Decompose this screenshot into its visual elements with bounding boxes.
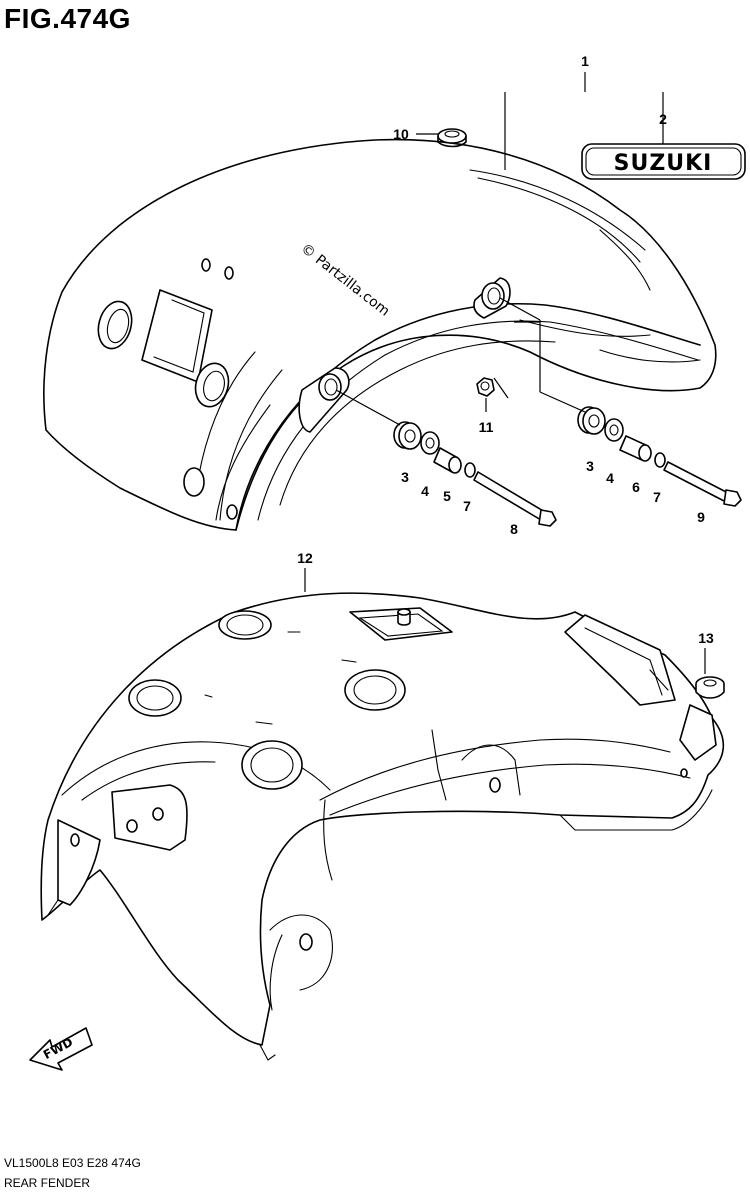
footer-figure-code: VL1500L8 E03 E28 474G (4, 1156, 141, 1170)
callout-4-right: 4 (606, 470, 614, 486)
callout-6: 6 (632, 479, 640, 495)
callout-2: 2 (659, 111, 667, 127)
figure-title: FIG.474G (4, 3, 131, 34)
callout-12: 12 (297, 550, 313, 566)
callout-13: 13 (698, 630, 714, 646)
callout-7-right: 7 (653, 489, 661, 505)
fwd-arrow-icon: FWD (29, 1027, 93, 1071)
part-11-nut (476, 377, 495, 397)
part-13-grommet (695, 676, 725, 699)
suzuki-emblem: SUZUKI (581, 143, 746, 180)
callout-7-left: 7 (463, 498, 471, 514)
callout-8: 8 (510, 521, 518, 537)
callout-9: 9 (697, 509, 705, 525)
right-hardware-stack (577, 406, 742, 507)
rear-fender-outer (43, 138, 717, 531)
callout-10: 10 (393, 126, 409, 142)
left-hardware-stack (393, 421, 557, 527)
callout-3-right: 3 (586, 458, 594, 474)
callout-11: 11 (479, 419, 494, 435)
part-10-grommet (437, 128, 467, 148)
leader-lines (304, 72, 706, 674)
footer-figure-name: REAR FENDER (4, 1176, 91, 1190)
callout-5: 5 (443, 488, 451, 504)
rear-fender-inner (40, 592, 725, 1061)
callout-1: 1 (581, 53, 589, 69)
suzuki-emblem-text: SUZUKI (614, 151, 713, 176)
callout-4-left: 4 (421, 483, 429, 499)
callout-3-left: 3 (401, 469, 409, 485)
callout-numbers: 1 2 10 11 3 4 5 7 8 3 4 6 7 9 12 13 (297, 53, 714, 646)
